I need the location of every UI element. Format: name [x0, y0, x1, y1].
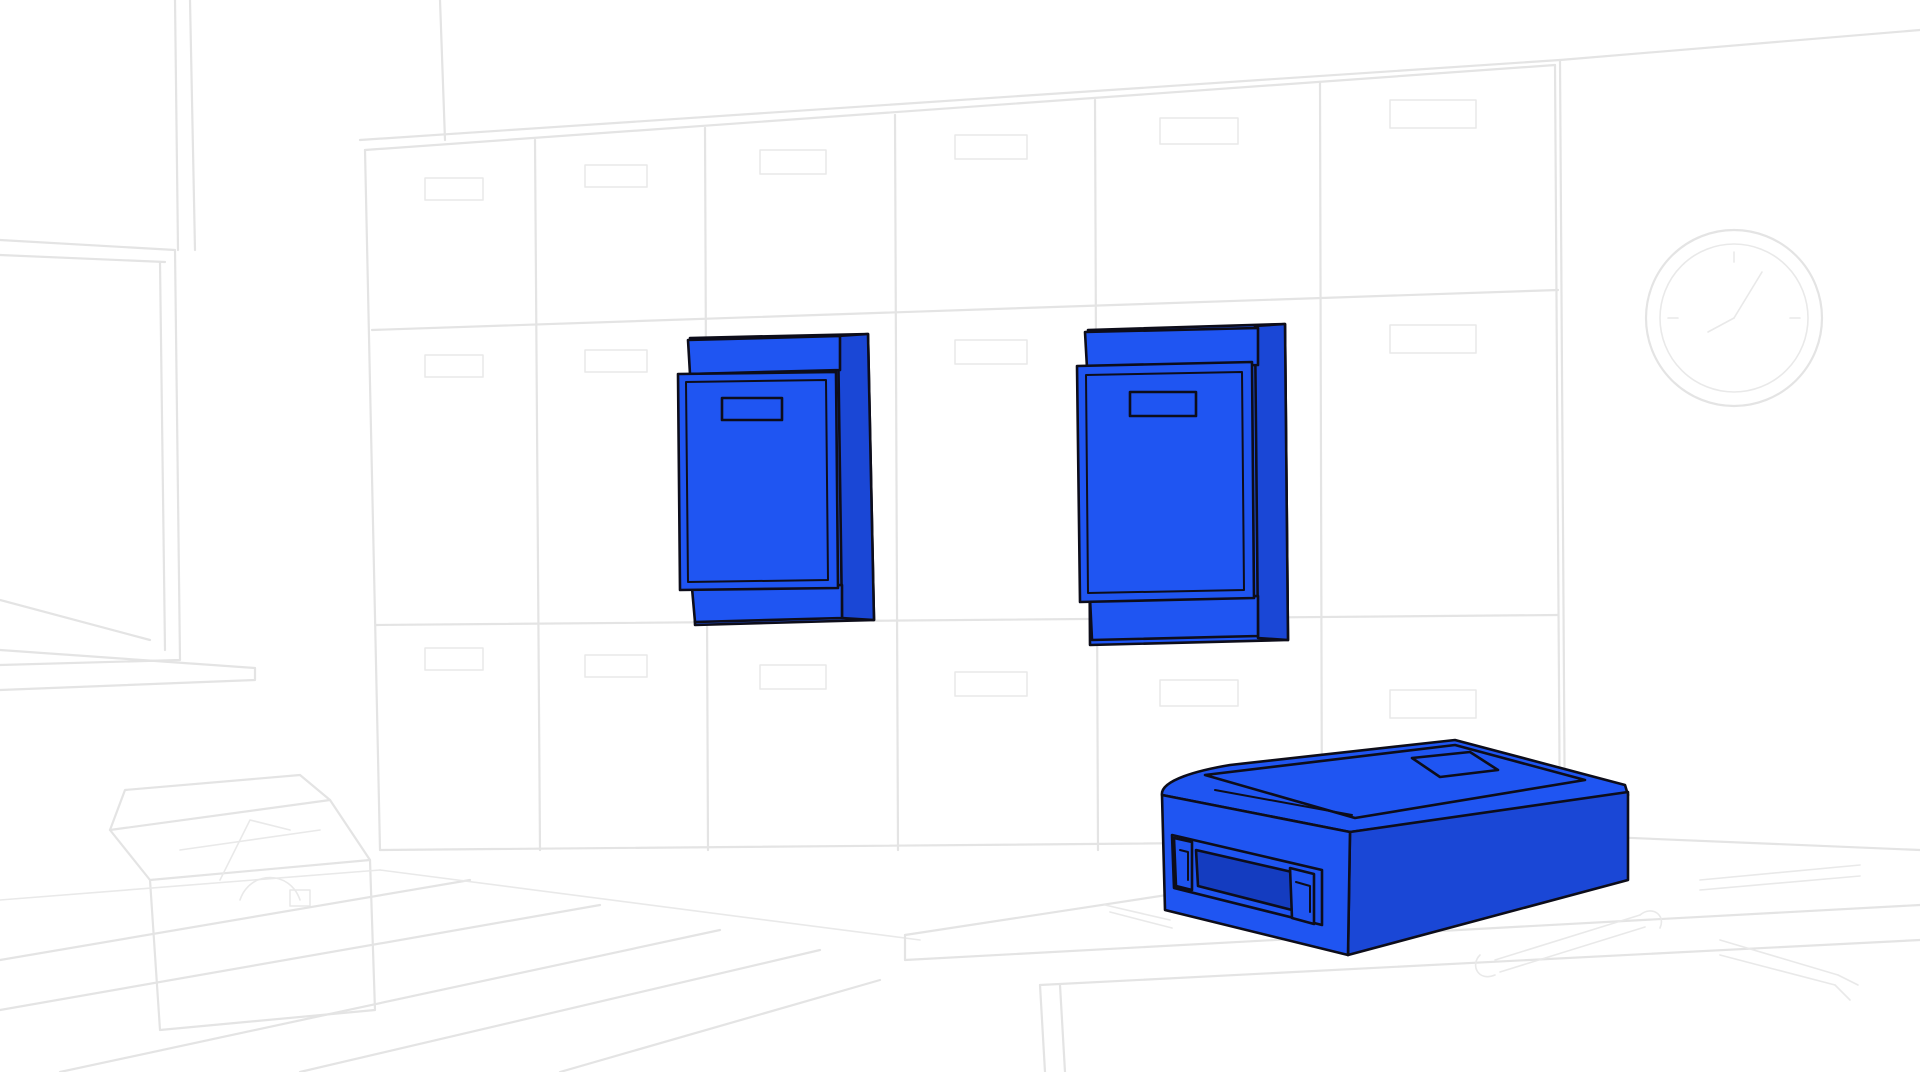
window-sketch	[0, 0, 257, 692]
workbench-sketch	[903, 833, 1920, 1072]
blue-box-left	[676, 332, 876, 627]
wrench-icon	[1474, 864, 1861, 978]
drawer-wall-sketch	[363, 63, 1562, 852]
toolbox-icon	[108, 773, 377, 1032]
clock-icon	[1644, 228, 1824, 408]
blue-box-middle	[1075, 322, 1290, 647]
floor-sketch	[0, 869, 921, 1072]
box-middle-label-slot	[1128, 390, 1198, 418]
blue-box-lying	[1160, 738, 1630, 957]
screwdriver-icon	[1104, 904, 1173, 929]
pliers-icon	[1719, 939, 1859, 1001]
box-left-label-slot	[720, 396, 784, 422]
